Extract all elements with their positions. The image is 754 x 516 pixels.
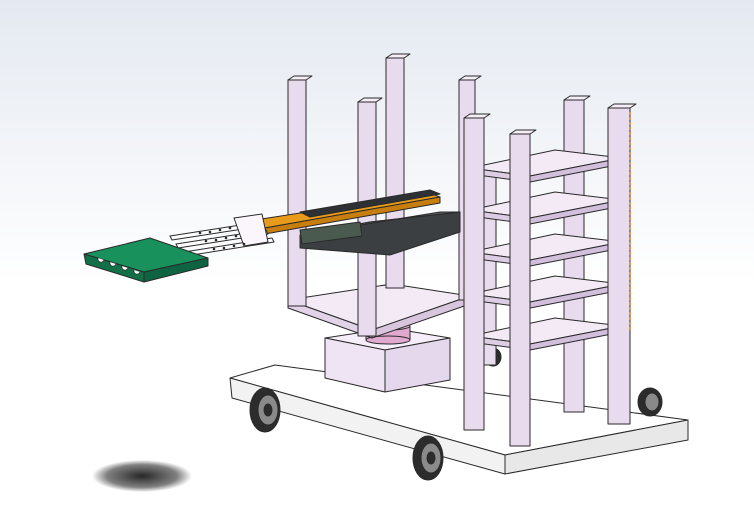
frame-post-front-left	[287, 79, 307, 307]
circuit-board	[83, 237, 209, 283]
storage-rack	[463, 95, 637, 447]
board-shadow	[92, 460, 192, 492]
wheel-right	[637, 387, 663, 417]
rack-post-front-center	[509, 133, 531, 447]
frame-post-front-right	[357, 101, 377, 337]
rack-post-front-right	[607, 107, 631, 425]
linear-rail	[254, 189, 461, 256]
wheel-left	[249, 387, 281, 433]
rack-post-front-left	[463, 117, 485, 431]
lift-column	[324, 327, 451, 393]
mobile-robot	[83, 53, 689, 481]
wheel-front	[412, 435, 444, 481]
fork-end-effector	[169, 213, 275, 257]
board-right	[143, 257, 209, 283]
fork-cross-bar	[233, 213, 269, 247]
base-right-face	[504, 419, 689, 475]
